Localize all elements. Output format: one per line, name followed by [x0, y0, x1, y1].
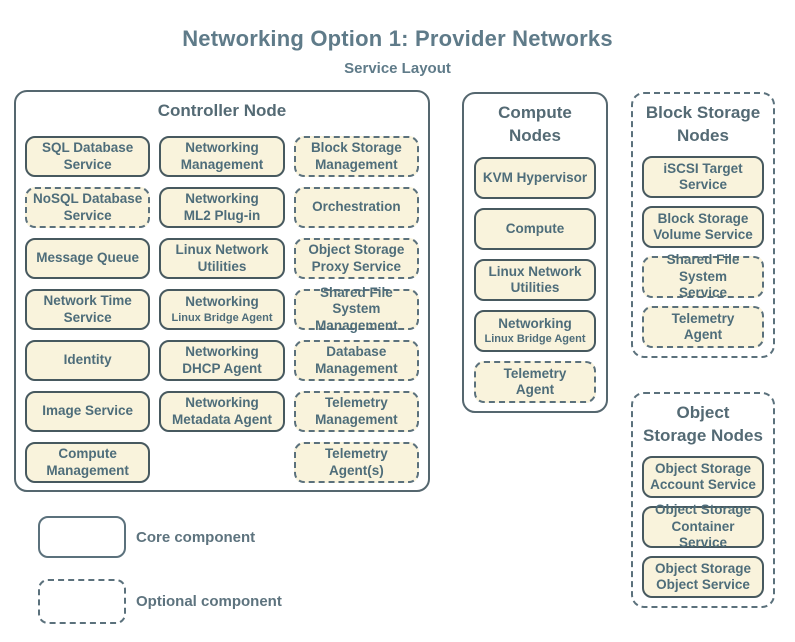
service-box: Object Storage Object Service — [642, 556, 764, 598]
service-label: Networking Management — [180, 140, 264, 172]
service-label: SQL Database Service — [42, 140, 134, 172]
diagram-subtitle: Service Layout — [344, 60, 451, 77]
service-box: Compute Management — [25, 442, 151, 483]
service-box: Networking Metadata Agent — [159, 391, 285, 432]
service-label: Networking ML2 Plug-in — [183, 191, 261, 223]
legend-core-label: Core component — [136, 528, 256, 546]
service-label: Networking — [185, 294, 259, 310]
service-label: Telemetry Agent(s) — [324, 446, 388, 478]
group-title-block-storage-nodes: Block Storage Nodes — [645, 103, 761, 145]
service-box: Telemetry Agent — [474, 361, 596, 403]
diagram-title: Networking Option 1: Provider Networks — [182, 26, 613, 51]
service-box: Object Storage Container Service — [642, 502, 764, 550]
service-label: NoSQL Database Service — [33, 191, 143, 223]
service-box: Telemetry Management — [293, 391, 419, 432]
group-title-controller-node: Controller Node — [157, 101, 287, 120]
service-label: Orchestration — [312, 199, 401, 215]
service-sublabel: Linux Bridge Agent — [484, 333, 586, 346]
service-grid: SQL Database Service Networking Managemen… — [25, 136, 419, 483]
service-label: Telemetry Management — [315, 395, 398, 427]
service-label: KVM Hypervisor — [482, 169, 588, 185]
service-label: Networking DHCP Agent — [182, 344, 262, 376]
service-box: Message Queue — [25, 238, 151, 279]
service-box: Network Time Service — [25, 289, 151, 330]
group-title-compute-nodes: Compute Nodes — [498, 103, 572, 145]
service-box: Linux Network Utilities — [474, 259, 596, 301]
service-label: Object Storage Container Service — [654, 502, 752, 551]
service-box: Shared File System Service — [642, 252, 764, 300]
service-box: Shared File System Management — [293, 285, 419, 333]
service-box: Object Storage Account Service — [642, 456, 764, 498]
legend-optional: Optional component — [38, 579, 282, 624]
service-label: Telemetry Agent — [671, 310, 735, 342]
service-label: Block Storage Volume Service — [653, 210, 753, 242]
service-label: Compute — [505, 220, 565, 236]
service-box: KVM Hypervisor — [474, 157, 596, 199]
service-box: Block Storage Management — [293, 136, 419, 177]
group-object-storage-nodes: Object Storage Nodes Object Storage Acco… — [631, 392, 775, 608]
service-label: Network Time Service — [43, 293, 132, 325]
service-box: Identity — [25, 340, 151, 381]
group-title-object-storage-nodes: Object Storage Nodes — [643, 403, 763, 445]
service-label: Identity — [63, 352, 112, 368]
service-label: Networking Metadata Agent — [171, 395, 272, 427]
service-box: Block Storage Volume Service — [642, 206, 764, 248]
service-label: Object Storage Account Service — [650, 460, 756, 492]
service-box: NoSQL Database Service — [25, 187, 151, 228]
service-label: Shared File System Service — [666, 252, 740, 301]
service-box: Networking Management — [159, 136, 285, 177]
service-label: Message Queue — [36, 250, 140, 266]
service-box: Orchestration — [293, 187, 419, 228]
service-box: Database Management — [293, 340, 419, 381]
service-box: Telemetry Agent — [642, 306, 764, 348]
legend-optional-swatch — [38, 579, 126, 624]
service-label: Compute Management — [46, 446, 129, 478]
service-label: Shared File System Management — [315, 284, 398, 333]
service-box: Linux Network Utilities — [159, 238, 285, 279]
service-label: Object Storage Object Service — [654, 560, 752, 592]
service-sublabel: Linux Bridge Agent — [171, 311, 273, 324]
service-label: Linux Network Utilities — [175, 242, 269, 274]
service-box: Networking DHCP Agent — [159, 340, 285, 381]
service-box: Object Storage Proxy Service — [293, 238, 419, 279]
service-box: Compute — [474, 208, 596, 250]
service-label: Linux Network Utilities — [488, 263, 582, 295]
legend-optional-label: Optional component — [136, 593, 282, 610]
service-box: SQL Database Service — [25, 136, 151, 177]
service-box: Telemetry Agent(s) — [293, 442, 419, 483]
service-label: Networking — [498, 315, 572, 331]
service-box: Image Service — [25, 391, 151, 432]
service-label: Image Service — [42, 403, 134, 419]
legend-core-swatch — [38, 516, 126, 558]
service-label: Block Storage Management — [310, 140, 402, 172]
service-box: iSCSI Target Service — [642, 156, 764, 198]
service-label: iSCSI Target Service — [663, 160, 743, 192]
service-label: Object Storage Proxy Service — [308, 242, 405, 274]
legend-core: Core component — [38, 516, 255, 558]
service-label: Database Management — [315, 344, 398, 376]
service-label: Telemetry Agent — [503, 365, 567, 397]
service-box: Networking ML2 Plug-in — [159, 187, 285, 228]
group-block-storage-nodes: Block Storage Nodes iSCSI Target Service… — [631, 92, 775, 358]
